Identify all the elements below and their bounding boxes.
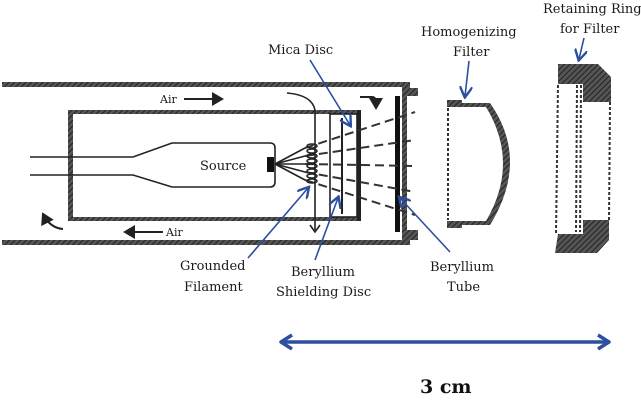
mica-disc-label: Mica Disc <box>268 43 333 58</box>
callout-retaining-ring: Retaining Ring for Filter <box>543 2 641 59</box>
outer-housing <box>2 82 418 245</box>
homogenizing-filter-label-1: Homogenizing <box>421 25 517 40</box>
inner-housing <box>68 110 361 221</box>
outer-wall-top <box>2 82 400 87</box>
homogenizing-filter <box>447 100 510 228</box>
scale-bar: 3 cm <box>279 333 611 398</box>
retaining-ring-label-2: for Filter <box>560 22 620 37</box>
callout-beryllium-tube: Beryllium Tube <box>400 198 494 295</box>
callout-mica-disc: Mica Disc <box>268 43 350 125</box>
ground-symbol <box>309 224 321 234</box>
air-return-arrow-icon <box>41 212 64 230</box>
callout-homogenizing-filter: Homogenizing Filter <box>421 25 517 96</box>
retaining-ring <box>555 64 611 253</box>
emission-rays <box>274 111 416 216</box>
source-tube: Source <box>30 142 276 188</box>
grounded-filament-label-2: Filament <box>184 280 243 295</box>
grounded-filament <box>286 92 321 234</box>
air-label-bottom: Air <box>165 226 183 239</box>
retaining-ring-label-1: Retaining Ring <box>543 2 641 17</box>
scale-arrow-left-icon <box>279 333 293 351</box>
air-label-top: Air <box>159 93 177 106</box>
scale-bar-label: 3 cm <box>420 376 472 398</box>
outer-wall-bottom <box>2 240 400 245</box>
grounded-filament-label-1: Grounded <box>180 259 246 274</box>
beryllium-shielding-label-2: Shielding Disc <box>276 285 371 300</box>
beryllium-tube-label-2: Tube <box>447 280 480 295</box>
air-turn-arrow-icon <box>360 96 383 110</box>
scale-arrow-right-icon <box>597 333 611 351</box>
source-target <box>267 157 274 172</box>
callout-grounded-filament: Grounded Filament <box>180 188 308 295</box>
air-flow: Air Air <box>41 92 383 239</box>
beryllium-shielding-label-1: Beryllium <box>291 265 355 280</box>
beryllium-tube-label-1: Beryllium <box>430 260 494 275</box>
callout-beryllium-shielding-disc: Beryllium Shielding Disc <box>276 198 371 300</box>
housing-flange <box>395 82 418 245</box>
beryllium-tube-wall <box>395 96 400 232</box>
source-label: Source <box>200 159 247 174</box>
homogenizing-filter-label-2: Filter <box>453 45 490 60</box>
